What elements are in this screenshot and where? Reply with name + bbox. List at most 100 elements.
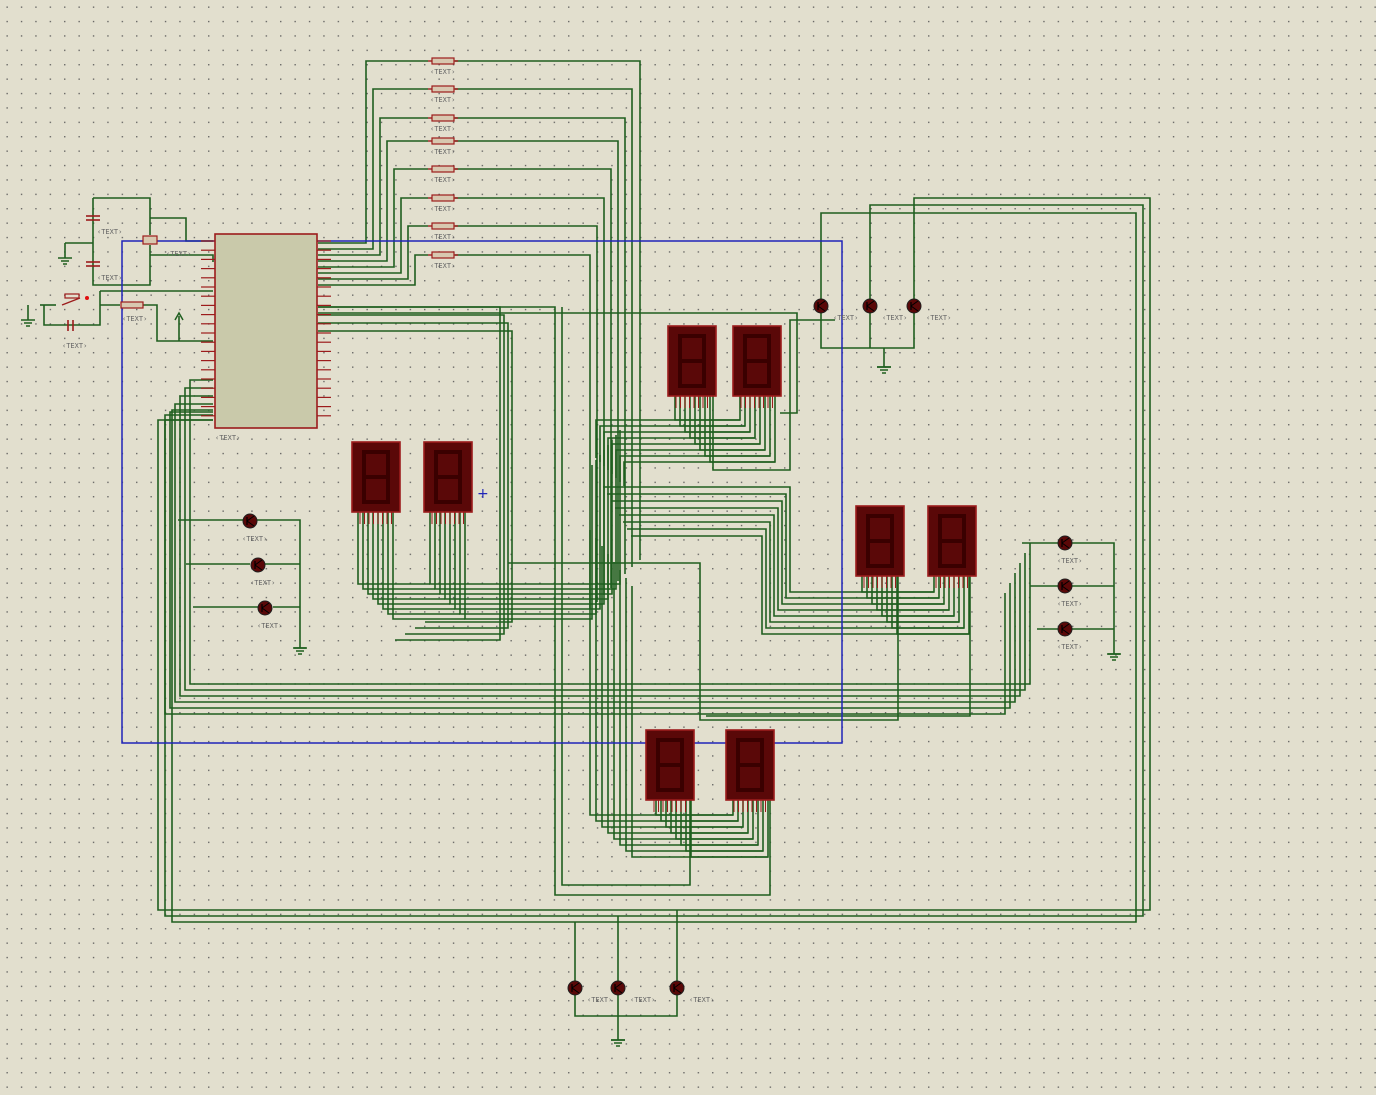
component-label: ‹TEXT› [630,996,655,1004]
display-pair-right[interactable] [855,505,977,588]
seven-segment-digit[interactable] [855,505,905,588]
transistor[interactable] [669,980,685,996]
transistor[interactable] [567,980,583,996]
wire [574,995,678,1017]
transistor[interactable] [813,298,829,314]
display-pair-bottom[interactable] [645,729,775,812]
wire [318,312,798,414]
resistor-body[interactable] [431,57,455,65]
component-layer [21,57,1121,1047]
reset-push-button[interactable] [61,293,89,306]
resistor-body[interactable] [431,251,455,259]
display-pair-left[interactable] [351,441,473,524]
button-contact [61,297,81,306]
transistor-emitter [1061,585,1070,592]
wire [455,88,633,567]
wire [257,519,301,648]
wire [179,395,1021,697]
transistor[interactable] [1057,535,1073,551]
wire [607,396,756,470]
crystal-body[interactable] [142,235,158,245]
resistor[interactable] [428,222,458,230]
resistor[interactable] [428,194,458,202]
resistor-body[interactable] [431,137,455,145]
wire [318,197,428,274]
transistor-collector [910,300,919,307]
component-label: ‹TEXT› [430,205,455,213]
transistor[interactable] [250,557,266,573]
transistor-body[interactable] [610,980,626,996]
seven-segment-digit[interactable] [351,441,401,524]
capacitor[interactable] [67,320,74,331]
wire [1072,542,1115,654]
wire [382,512,455,610]
transistor[interactable] [242,513,258,529]
resistor[interactable] [428,251,458,259]
transistor-body[interactable] [813,298,829,314]
transistor-body[interactable] [1057,578,1073,594]
arrow-head [174,311,184,321]
crystal[interactable] [142,235,158,245]
component-label: ‹TEXT› [430,148,455,156]
microcontroller[interactable] [201,233,331,429]
capacitor[interactable] [86,215,100,221]
transistor[interactable] [1057,621,1073,637]
resistor-body[interactable] [431,85,455,93]
transistor[interactable] [862,298,878,314]
transistor[interactable] [906,298,922,314]
resistor[interactable] [428,137,458,145]
mcu-body[interactable] [214,233,318,429]
resistor-body[interactable] [120,301,144,309]
seven-segment-digit[interactable] [732,325,782,408]
transistor-body[interactable] [1057,621,1073,637]
ground-icon [877,366,891,374]
seven-segment-digit[interactable] [423,441,473,524]
transistor-body[interactable] [1057,535,1073,551]
reset-resistor[interactable] [120,301,144,309]
wire [93,197,151,235]
component-label: ‹TEXT› [1057,643,1082,651]
wire [367,512,440,595]
ground-icon [293,647,307,655]
component-label: ‹TEXT› [1057,600,1082,608]
seven-segment-digit[interactable] [725,729,775,812]
component-label: ‹TEXT› [122,315,147,323]
transistor-body[interactable] [669,980,685,996]
transistor-body[interactable] [862,298,878,314]
resistor[interactable] [428,114,458,122]
transistor-body[interactable] [250,557,266,573]
seven-segment-digit[interactable] [927,505,977,588]
display-pair-top-right[interactable] [667,325,782,408]
transistor-emitter [254,564,263,571]
transistor[interactable] [610,980,626,996]
wire [372,512,445,600]
component-label: ‹TEXT› [587,996,612,1004]
resistor-body[interactable] [431,194,455,202]
transistor-body[interactable] [242,513,258,529]
seven-segment-digit[interactable] [667,325,717,408]
resistor-body[interactable] [431,114,455,122]
resistor-body[interactable] [431,165,455,173]
transistor-body[interactable] [257,600,273,616]
capacitor[interactable] [86,261,100,267]
transistor-body[interactable] [567,980,583,996]
resistor[interactable] [428,165,458,173]
wire [318,60,428,244]
transistor-body[interactable] [906,298,922,314]
component-label: ‹TEXT› [430,68,455,76]
wire [455,225,598,602]
transistor-collector [1061,580,1070,587]
resistor[interactable] [428,57,458,65]
component-label: ‹TEXT› [430,96,455,104]
wire [619,396,771,482]
wire [357,512,430,585]
resistor[interactable] [428,85,458,93]
selection-box[interactable] [121,240,843,744]
wire [595,396,741,458]
transistor[interactable] [257,600,273,616]
resistor-body[interactable] [431,222,455,230]
seven-segment-digit[interactable] [645,729,695,812]
transistor[interactable] [1057,578,1073,594]
component-label: ‹TEXT› [430,233,455,241]
